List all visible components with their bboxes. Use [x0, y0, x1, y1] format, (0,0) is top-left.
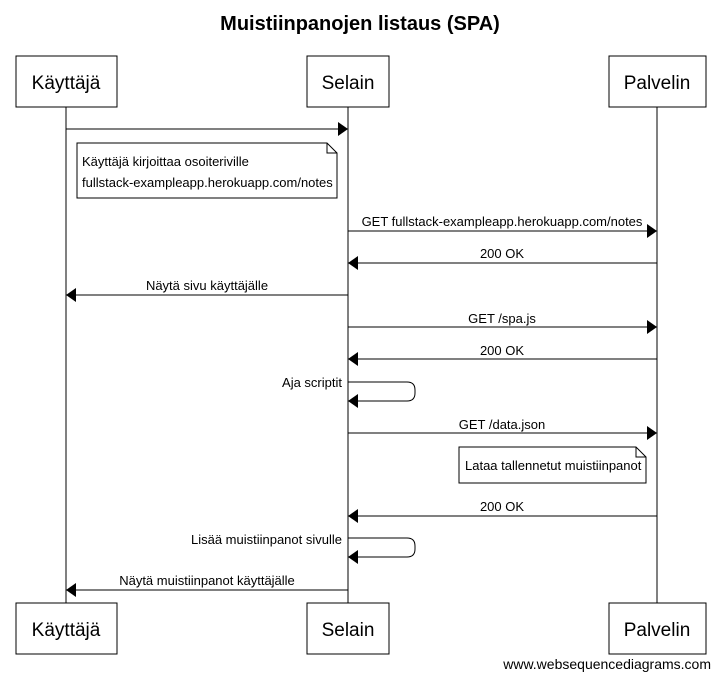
message-label: Lisää muistiinpanot sivulle [191, 532, 342, 547]
message-label: Aja scriptit [282, 375, 342, 390]
participant-browser-top: Selain [306, 55, 390, 108]
message-arrow: GET fullstack-exampleapp.herokuapp.com/n… [348, 214, 657, 238]
message-arrow: Näytä sivu käyttäjälle [66, 278, 348, 302]
note-box: Käyttäjä kirjoittaa osoiteriville fullst… [76, 142, 338, 199]
participant-label: Käyttäjä [32, 620, 101, 641]
message-label: Näytä muistiinpanot käyttäjälle [119, 573, 295, 588]
message-arrow: 200 OK [348, 246, 657, 270]
note-line: fullstack-exampleapp.herokuapp.com/notes [82, 175, 333, 190]
message-label: GET fullstack-exampleapp.herokuapp.com/n… [362, 214, 643, 229]
participant-label: Palvelin [624, 620, 691, 641]
message-arrow: 200 OK [348, 343, 657, 366]
note-line: Käyttäjä kirjoittaa osoiteriville [82, 154, 249, 169]
participant-browser-bottom: Selain [306, 602, 390, 655]
message-label: 200 OK [480, 246, 524, 261]
message-arrow: GET /spa.js [348, 311, 657, 334]
participant-user-top: Käyttäjä [15, 55, 118, 108]
message-label: 200 OK [480, 499, 524, 514]
self-message-arrow: Lisää muistiinpanot sivulle [191, 532, 416, 564]
participant-label: Käyttäjä [32, 73, 101, 94]
participant-user-bottom: Käyttäjä [15, 602, 118, 655]
message-arrow: Näytä muistiinpanot käyttäjälle [66, 573, 348, 597]
participant-label: Selain [322, 620, 375, 641]
message-arrow: GET /data.json [348, 417, 657, 440]
message-label: GET /spa.js [468, 311, 536, 326]
self-message-arrow: Aja scriptit [282, 375, 416, 408]
diagram-title: Muistiinpanojen listaus (SPA) [220, 13, 500, 35]
message-label: GET /data.json [459, 417, 545, 432]
participant-server-top: Palvelin [608, 55, 707, 108]
watermark: www.websequencediagrams.com [502, 656, 711, 672]
note-box: Lataa tallennetut muistiinpanot [458, 446, 647, 484]
note-line: Lataa tallennetut muistiinpanot [465, 458, 642, 473]
message-arrow: 200 OK [348, 499, 657, 523]
participant-label: Palvelin [624, 73, 691, 94]
message-label: Näytä sivu käyttäjälle [146, 278, 268, 293]
participant-server-bottom: Palvelin [608, 602, 707, 655]
participant-label: Selain [322, 73, 375, 94]
message-label: 200 OK [480, 343, 524, 358]
